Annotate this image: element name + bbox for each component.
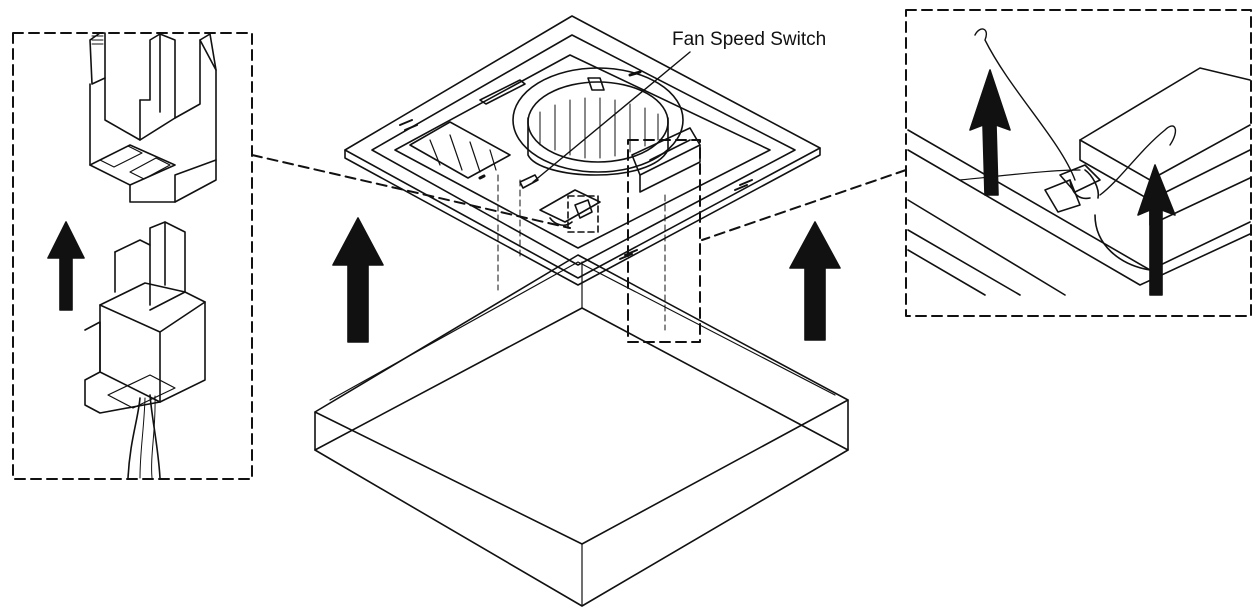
fan-housing <box>344 15 821 286</box>
up-arrow-icon <box>969 69 1011 196</box>
left-leader-line <box>251 154 571 229</box>
fan-speed-switch-label: Fan Speed Switch <box>672 29 826 50</box>
up-arrow-icon <box>332 217 384 343</box>
up-arrow-icon <box>789 221 841 341</box>
right-leader-line <box>701 169 907 241</box>
grille-panel <box>314 254 849 607</box>
up-arrow-icon <box>47 221 85 311</box>
left-inset-connector-detail <box>12 32 253 480</box>
connector-socket <box>89 32 217 203</box>
fan-speed-switch-leader <box>532 51 691 183</box>
left-inset-frame <box>12 32 253 480</box>
right-inset-frame <box>905 9 1252 317</box>
right-inset-spring-detail <box>905 9 1252 317</box>
up-arrow-icon <box>1137 164 1176 296</box>
projection-box <box>627 139 701 343</box>
connector-plug <box>84 221 206 479</box>
